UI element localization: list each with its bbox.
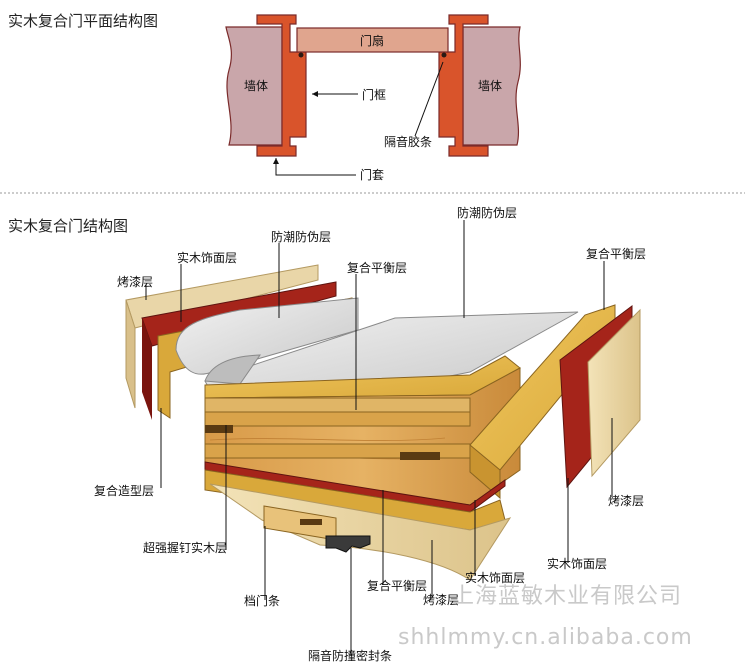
door-leaf: [296, 27, 449, 53]
label-veneer-bottom: 实木饰面层: [465, 570, 525, 585]
seal-strip: [325, 535, 371, 553]
left-veneer-front: [142, 318, 152, 420]
seal-left: [298, 52, 304, 58]
left-foil: [175, 297, 359, 375]
slot-left-1: [205, 425, 233, 433]
label-bake-paint-right: 烤漆层: [608, 493, 644, 508]
label-veneer-right: 实木饰面层: [547, 556, 607, 571]
label-bake-paint-left: 烤漆层: [117, 274, 153, 289]
front-layer-1: [204, 397, 471, 413]
top-foil-curl: [204, 354, 261, 385]
leader-seal: [414, 61, 444, 137]
label-bake-paint-bottom: 烤漆层: [423, 592, 459, 607]
label-veneer-left: 实木饰面层: [177, 250, 237, 265]
arrow-door-frame: [312, 91, 318, 97]
label-balance-top-mid: 复合平衡层: [347, 260, 407, 275]
leader-casing: [275, 158, 356, 176]
seal-right: [441, 52, 447, 58]
watermark-company: 上海蓝敏木业有限公司: [452, 584, 682, 609]
right-composite-front: [469, 443, 501, 500]
right-wall: [462, 26, 521, 146]
plan-title: 实木复合门平面结构图: [8, 12, 158, 30]
label-door-casing: 门套: [360, 167, 384, 182]
front-layer-2: [204, 411, 471, 427]
stop-strip-slot: [300, 519, 322, 525]
label-door-frame: 门框: [362, 87, 386, 102]
label-balance-bottom: 复合平衡层: [367, 578, 427, 593]
left-wall: [225, 26, 283, 146]
watermark-url: shhlmmy.cn.alibaba.com: [398, 625, 693, 650]
label-seal-strip: 隔音胶条: [384, 134, 432, 149]
label-wall-left: 墙体: [244, 79, 268, 93]
section-title: 实木复合门结构图: [8, 217, 128, 235]
label-moisture-top: 防潮防伪层: [457, 205, 517, 220]
label-seal: 隔音防撞密封条: [308, 648, 392, 663]
right-paint: [587, 308, 641, 478]
right-casing-frame: [438, 14, 489, 157]
section-leaders: [145, 220, 613, 656]
label-stop-strip: 档门条: [244, 593, 280, 608]
slot-right-1: [400, 452, 440, 460]
left-casing-frame: [256, 14, 307, 157]
label-wall-right: 墙体: [478, 79, 502, 93]
label-moisture-left: 防潮防伪层: [271, 229, 331, 244]
label-door-leaf: 门扇: [360, 33, 384, 48]
left-paint-front: [125, 299, 136, 409]
arrow-casing: [273, 158, 279, 164]
bottom-paint: [209, 483, 512, 581]
label-balance-right: 复合平衡层: [586, 246, 646, 261]
label-nail-grip: 超强握钉实木层: [143, 540, 227, 555]
label-composite-shape: 复合造型层: [94, 483, 154, 498]
